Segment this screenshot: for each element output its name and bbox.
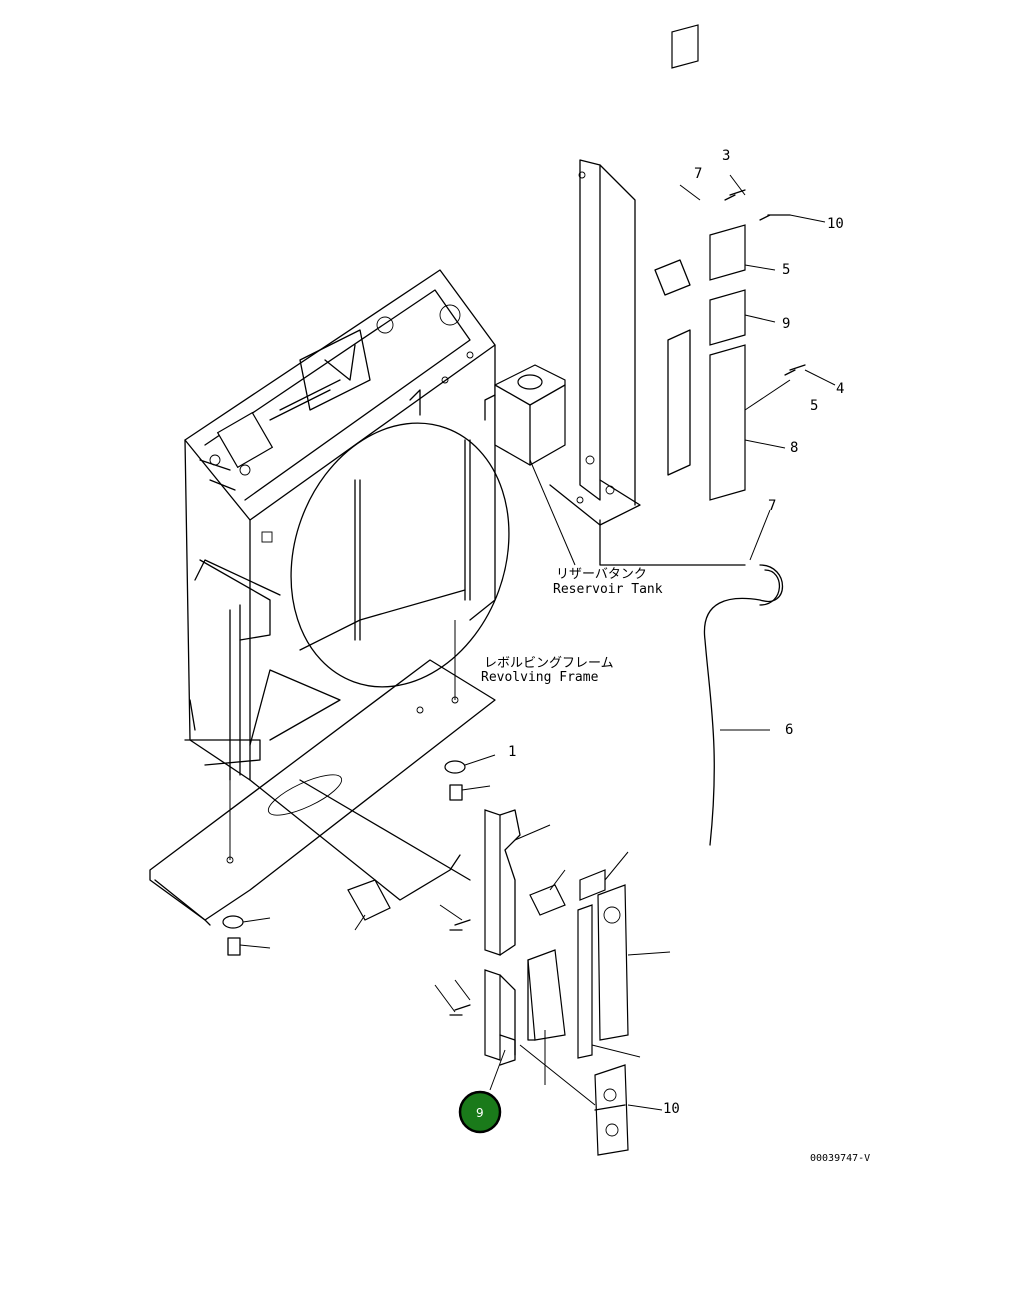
callout-5b: 5 [810, 398, 818, 414]
marker-label: 9 [476, 1106, 484, 1120]
radiator-assembly [184, 269, 510, 781]
callout-4: 4 [836, 381, 844, 397]
drawing-code: 00039747-V [810, 1153, 870, 1164]
callout-numbers: 3 7 10 5 9 4 5 8 7 6 1 10 [508, 148, 844, 1117]
callout-6: 6 [785, 722, 793, 738]
revolving-frame-label-en: Revolving Frame [481, 670, 599, 685]
callout-10b: 10 [663, 1101, 680, 1117]
revolving-frame-label-jp: レボルビングフレーム [484, 656, 614, 671]
callout-5a: 5 [782, 262, 790, 278]
callout-7b: 7 [768, 498, 776, 514]
callout-8: 8 [790, 440, 798, 456]
mounting-bracket [549, 159, 746, 566]
revolving-frame-label: レボルビングフレーム Revolving Frame [481, 656, 614, 685]
hose [703, 509, 783, 846]
callout-3: 3 [722, 148, 730, 164]
reservoir-tank-label-en: Reservoir Tank [553, 582, 663, 597]
callout-10: 10 [827, 216, 844, 232]
callout-7: 7 [694, 166, 702, 182]
reservoir-tank [484, 364, 576, 566]
revolving-frame [149, 620, 496, 926]
reservoir-tank-label: リザーバタンク Reservoir Tank [553, 567, 663, 597]
reservoir-tank-label-jp: リザーバタンク [556, 567, 647, 582]
callout-marker[interactable]: 9 [458, 1090, 502, 1134]
exploded-parts-lower [222, 754, 671, 1156]
callout-1: 1 [508, 744, 516, 760]
callout-9a: 9 [782, 316, 790, 332]
marker-circle[interactable] [458, 1090, 502, 1134]
exploded-parts-upper [654, 24, 836, 501]
